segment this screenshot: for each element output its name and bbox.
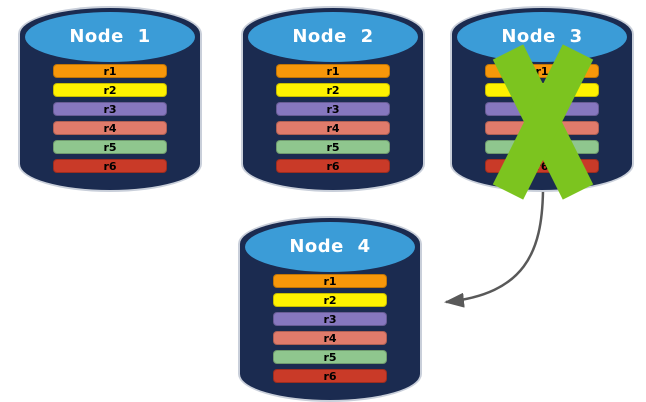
cylinder-top-ellipse: Node 3: [457, 12, 627, 62]
cylinder-top-ellipse: Node 4: [245, 222, 415, 272]
row-label: r4: [323, 331, 337, 345]
row-label: r2: [323, 293, 337, 307]
row-list: r1 r2 r3 r4 r5 r6: [53, 64, 167, 173]
row-r3: r3: [276, 102, 390, 116]
row-label: r2: [103, 83, 117, 97]
row-r1: r1: [276, 64, 390, 78]
row-r3: r3: [53, 102, 167, 116]
failure-x-icon: [492, 44, 594, 200]
row-label: r6: [103, 159, 117, 173]
row-label: r3: [323, 312, 337, 326]
row-r2: r2: [273, 293, 387, 307]
row-r6: r6: [53, 159, 167, 173]
row-list: r1 r2 r3 r4 r5 r6: [273, 274, 387, 383]
row-r4: r4: [276, 121, 390, 135]
row-label: r3: [326, 102, 340, 116]
db-node-2: Node 2 r1 r2 r3 r4 r5 r6: [243, 8, 423, 190]
row-label: r6: [535, 159, 549, 173]
row-r5: r5: [276, 140, 390, 154]
row-r6: r6: [273, 369, 387, 383]
db-node-1: Node 1 r1 r2 r3 r4 r5 r6: [20, 8, 200, 190]
row-label: r6: [326, 159, 340, 173]
row-label: r6: [323, 369, 337, 383]
row-r1: r1: [273, 274, 387, 288]
cylinder-top-ellipse: Node 2: [248, 12, 418, 62]
row-r5: r5: [273, 350, 387, 364]
node-title: Node 1: [69, 25, 151, 47]
row-label: r1: [326, 64, 340, 78]
cylinder-top-ellipse: Node 1: [25, 12, 195, 62]
row-r6: r6: [276, 159, 390, 173]
node-title: Node 3: [501, 25, 583, 47]
row-list: r1 r2 r3 r4 r5 r6: [276, 64, 390, 173]
row-label: r5: [323, 350, 337, 364]
row-r2: r2: [53, 83, 167, 97]
row-label: r1: [103, 64, 117, 78]
row-label: r4: [326, 121, 340, 135]
row-label: r1: [323, 274, 337, 288]
node-title: Node 4: [289, 235, 371, 257]
row-label: r4: [103, 121, 117, 135]
row-r3: r3: [273, 312, 387, 326]
row-r4: r4: [273, 331, 387, 345]
row-r1: r1: [53, 64, 167, 78]
row-label: r3: [103, 102, 117, 116]
row-label: r1: [535, 64, 549, 78]
db-node-4: Node 4 r1 r2 r3 r4 r5 r6: [240, 218, 420, 400]
row-label: r5: [103, 140, 117, 154]
row-r4: r4: [53, 121, 167, 135]
row-label: r5: [326, 140, 340, 154]
row-r2: r2: [276, 83, 390, 97]
row-label: r2: [326, 83, 340, 97]
row-r5: r5: [53, 140, 167, 154]
node-title: Node 2: [292, 25, 374, 47]
